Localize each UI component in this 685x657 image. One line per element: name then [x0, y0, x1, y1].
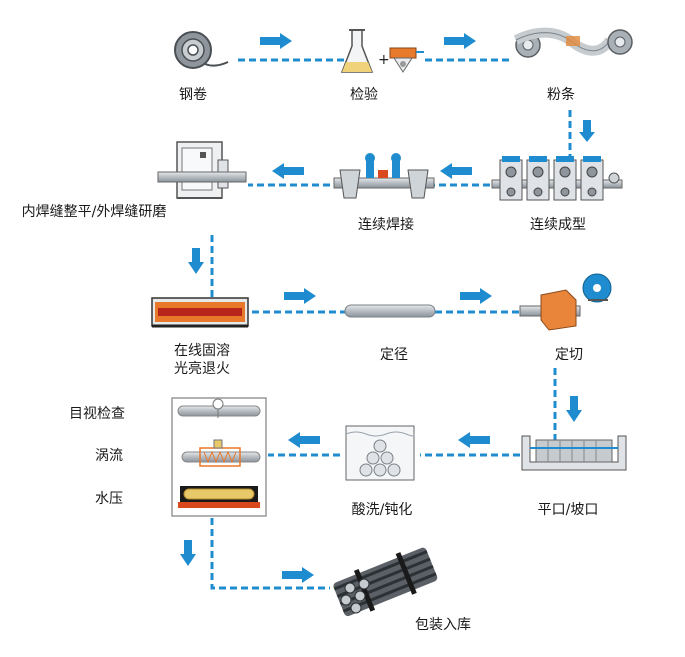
- arrow-down-icon: [566, 396, 582, 422]
- label-pack: 包装入库: [415, 617, 471, 633]
- annealing-furnace-icon: [151, 297, 249, 328]
- pipe-bundle-icon: [333, 547, 438, 617]
- arrow-down-icon: [180, 540, 196, 566]
- label-anneal-line2: 光亮退火: [174, 361, 230, 377]
- beveling-machine-icon: [521, 435, 627, 471]
- arrow-right-icon: [284, 288, 316, 304]
- label-anneal-line1: 在线固溶: [174, 343, 230, 359]
- label-slit: 粉条: [547, 87, 575, 103]
- welding-station-icon: [333, 153, 435, 199]
- testing-bench-icon: [171, 397, 267, 517]
- label-grind: 内焊缝整平/外焊缝研磨: [21, 204, 167, 220]
- label-coil: 钢卷: [179, 87, 207, 103]
- cutting-machine-icon: [519, 273, 612, 331]
- label-cut: 定切: [555, 347, 583, 363]
- arrow-left-icon: [440, 163, 472, 179]
- arrow-down-icon: [579, 120, 595, 142]
- arrow-left-icon: [288, 432, 320, 448]
- label-pickle: 酸洗/钝化: [351, 502, 413, 518]
- steel-coil-icon: [174, 31, 229, 69]
- inspection-icon: +: [340, 29, 424, 73]
- arrow-down-icon: [188, 248, 204, 274]
- arrow-left-icon: [272, 163, 304, 179]
- label-bevel: 平口/坡口: [537, 502, 599, 518]
- flow-lines: [210, 58, 572, 590]
- sizing-pipe-icon: [344, 304, 436, 318]
- label-size: 定径: [380, 347, 408, 363]
- arrow-right-icon: [260, 33, 292, 49]
- label-weld: 连续焊接: [358, 217, 414, 233]
- label-hydro: 水压: [95, 491, 123, 507]
- forming-mill-icon: [491, 156, 623, 201]
- label-anneal: 在线固溶 光亮退火: [174, 342, 230, 378]
- label-eddy: 涡流: [95, 448, 123, 464]
- arrow-right-icon: [460, 288, 492, 304]
- arrow-left-icon: [458, 432, 490, 448]
- arrow-right-icon: [444, 33, 476, 49]
- grinding-machine-icon: [157, 141, 247, 199]
- label-inspect: 检验: [350, 87, 378, 103]
- label-form: 连续成型: [530, 217, 586, 233]
- arrow-right-icon: [282, 567, 314, 583]
- svg-text:+: +: [378, 52, 390, 68]
- label-visual: 目视检查: [69, 406, 125, 422]
- pickling-tank-icon: [345, 425, 415, 481]
- slitting-strip-icon: [513, 27, 633, 58]
- flow-line: [210, 518, 330, 590]
- flow-arrows: [180, 33, 595, 583]
